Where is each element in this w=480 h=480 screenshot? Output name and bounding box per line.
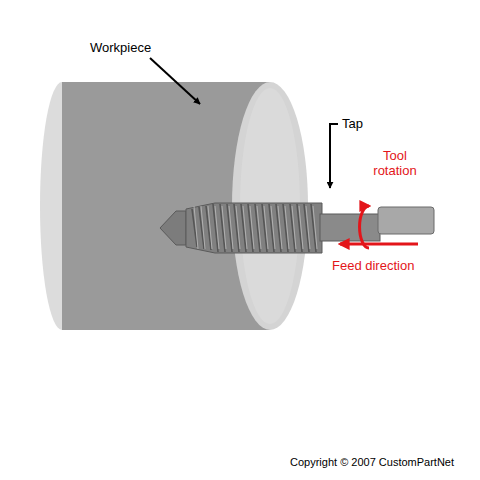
thread-stroke xyxy=(213,204,218,252)
thread-stroke xyxy=(276,204,281,252)
thread-highlight xyxy=(208,206,212,249)
part-label: Tap xyxy=(342,116,363,131)
part-label: Workpiece xyxy=(90,40,151,55)
thread-highlight xyxy=(257,206,261,249)
thread-stroke xyxy=(283,204,288,252)
thread-highlight xyxy=(222,206,226,249)
thread-stroke xyxy=(304,204,309,252)
thread-stroke xyxy=(255,204,260,252)
copyright-note: Copyright © 2007 CustomPartNet xyxy=(290,456,454,469)
thread-stroke xyxy=(199,207,204,249)
thread-highlight xyxy=(229,206,233,249)
thread-highlight xyxy=(278,206,282,249)
thread-highlight xyxy=(236,206,240,249)
feed-arrow xyxy=(340,243,418,246)
thread-stroke xyxy=(290,204,295,252)
thread-highlight xyxy=(271,206,275,249)
thread-highlight xyxy=(194,206,198,249)
tap xyxy=(160,203,434,253)
tap-point xyxy=(160,211,186,245)
thread-highlight xyxy=(285,206,289,249)
thread-highlight xyxy=(299,206,303,249)
thread-stroke xyxy=(234,204,239,252)
thread-highlight xyxy=(215,206,219,249)
workpiece-face-highlight xyxy=(240,88,300,324)
rotation-arrow xyxy=(360,206,369,248)
tap-threaded-body xyxy=(186,203,322,253)
thread-highlight xyxy=(201,206,205,249)
workpiece-leader xyxy=(150,58,200,104)
thread-stroke xyxy=(262,204,267,252)
thread-stroke xyxy=(311,204,316,252)
thread-stroke xyxy=(248,204,253,252)
motion-label: Feed direction xyxy=(332,258,414,273)
tap-shank xyxy=(320,214,380,241)
thread-highlight xyxy=(243,206,247,249)
tap-square-drive xyxy=(378,207,434,234)
thread-stroke xyxy=(220,204,225,252)
workpiece-front-face xyxy=(232,82,308,330)
thread-highlight xyxy=(306,206,310,249)
thread-stroke xyxy=(241,204,246,252)
thread-stroke xyxy=(227,204,232,252)
thread-highlight xyxy=(313,206,317,249)
thread-highlight xyxy=(250,206,254,249)
thread-stroke xyxy=(206,206,211,250)
thread-stroke xyxy=(297,204,302,252)
tap-threads xyxy=(192,204,317,252)
thread-highlight xyxy=(264,206,268,249)
motion-label: Tool rotation xyxy=(366,148,424,178)
thread-stroke xyxy=(269,204,274,252)
tap-leader xyxy=(330,124,338,188)
thread-highlight xyxy=(292,206,296,249)
